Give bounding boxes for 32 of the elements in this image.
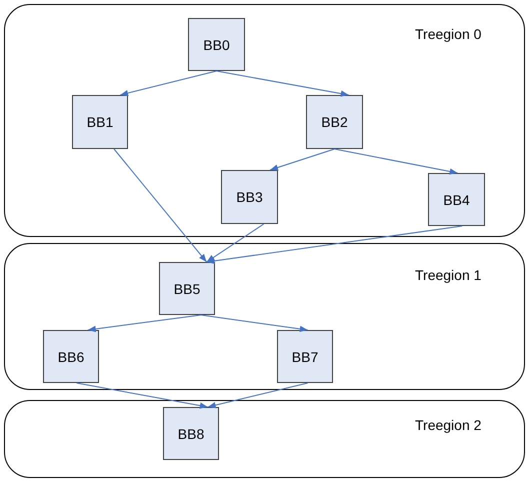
block-box (159, 262, 215, 315)
region-label: Treegion 0 (415, 26, 482, 42)
region-label: Treegion 2 (415, 417, 482, 433)
block-box (72, 95, 128, 149)
block-label: BB7 (292, 348, 318, 364)
region-label: Treegion 1 (415, 267, 482, 283)
arrow (114, 148, 208, 262)
block-label: BB4 (443, 192, 470, 208)
block-box (188, 18, 245, 71)
arrow (200, 314, 308, 332)
arrow (216, 70, 350, 97)
block-label: BB0 (203, 36, 230, 52)
block-box (221, 170, 278, 224)
arrow (87, 314, 202, 332)
block-label: BB5 (174, 280, 200, 296)
region-outline (4, 4, 525, 237)
block-box (277, 330, 333, 383)
block-label: BB8 (178, 426, 204, 442)
region-outline (4, 400, 525, 478)
region-outline (4, 243, 525, 390)
block-label: BB3 (236, 189, 263, 205)
block-label: BB2 (321, 114, 348, 130)
arrow (270, 148, 335, 171)
block-box (306, 95, 363, 149)
block-box (428, 173, 485, 226)
block-box (43, 330, 99, 383)
block-label: BB6 (58, 348, 84, 364)
arrow (120, 70, 217, 96)
arrow (334, 148, 458, 175)
block-box (163, 407, 219, 460)
arrow (76, 382, 208, 409)
block-label: BB1 (86, 114, 114, 130)
